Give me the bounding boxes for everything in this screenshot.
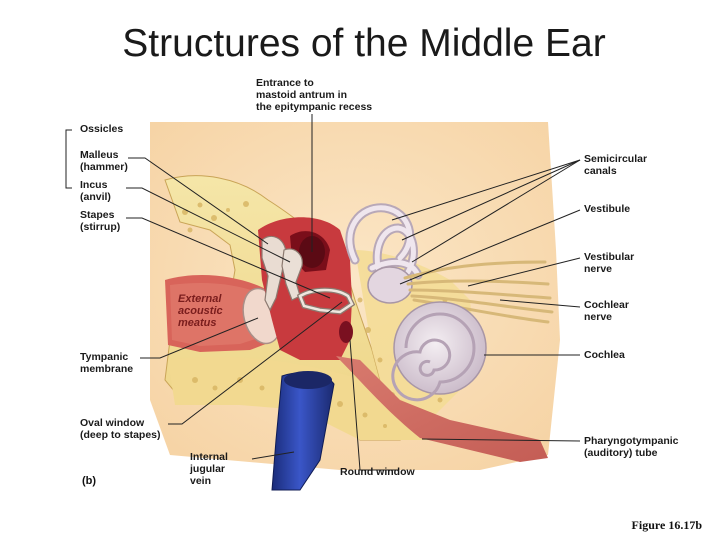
label-semicircular: Semicircular [584,153,647,165]
label-external-3: meatus [178,317,217,329]
label-round-window: Round window [340,466,415,478]
label-cochlear-nerve: nerve [584,311,612,323]
semicircular-canals [345,203,423,280]
label-entrance-line1: Entrance to [256,77,314,89]
label-incus: Incus [80,179,108,191]
label-entrance-line3: the epitympanic recess [256,101,372,113]
cochlea [391,301,487,402]
leader-lines [65,114,581,471]
label-tympanic: Tympanic [80,351,128,363]
label-jugular-1: Internal [190,451,228,463]
label-oval-window-note: (deep to stapes) [80,429,161,441]
internal-jugular-vein [271,371,335,491]
vestibule [367,266,413,304]
label-vestibular: Vestibular [584,251,634,263]
label-external-1: External [178,293,222,305]
round-window [339,321,353,343]
incus [281,248,303,301]
label-ossicles: Ossicles [80,123,123,135]
label-jugular-2: jugular [189,463,225,475]
label-tympanic-membrane: membrane [80,363,133,375]
page-title: Structures of the Middle Ear [122,22,606,65]
vestibulocochlear-nerves [403,260,554,324]
label-semicircular-canals: canals [584,165,617,177]
label-vestibule: Vestibule [584,203,630,215]
label-incus-alt: (anvil) [80,191,111,203]
figure-reference: Figure 16.17b [631,518,702,532]
label-cochlea: Cochlea [584,349,625,361]
label-cochlear: Cochlear [584,299,629,311]
label-malleus-alt: (hammer) [80,161,128,173]
label-stapes: Stapes [80,209,115,221]
label-malleus: Malleus [80,149,119,161]
label-entrance-line2: mastoid antrum in [256,89,347,101]
label-vestibular-nerve: nerve [584,263,612,275]
panel-letter: (b) [82,475,96,487]
pharyngotympanic-tube [336,356,548,462]
label-pharyngotympanic: Pharyngotympanic [584,435,679,447]
label-auditory-tube: (auditory) tube [584,447,658,459]
labels: Entrance to mastoid antrum in the epitym… [80,77,679,487]
label-oval-window: Oval window [80,417,145,429]
label-external-2: acoustic [178,305,223,317]
label-jugular-3: vein [190,475,211,487]
label-stapes-alt: (stirrup) [80,221,120,233]
